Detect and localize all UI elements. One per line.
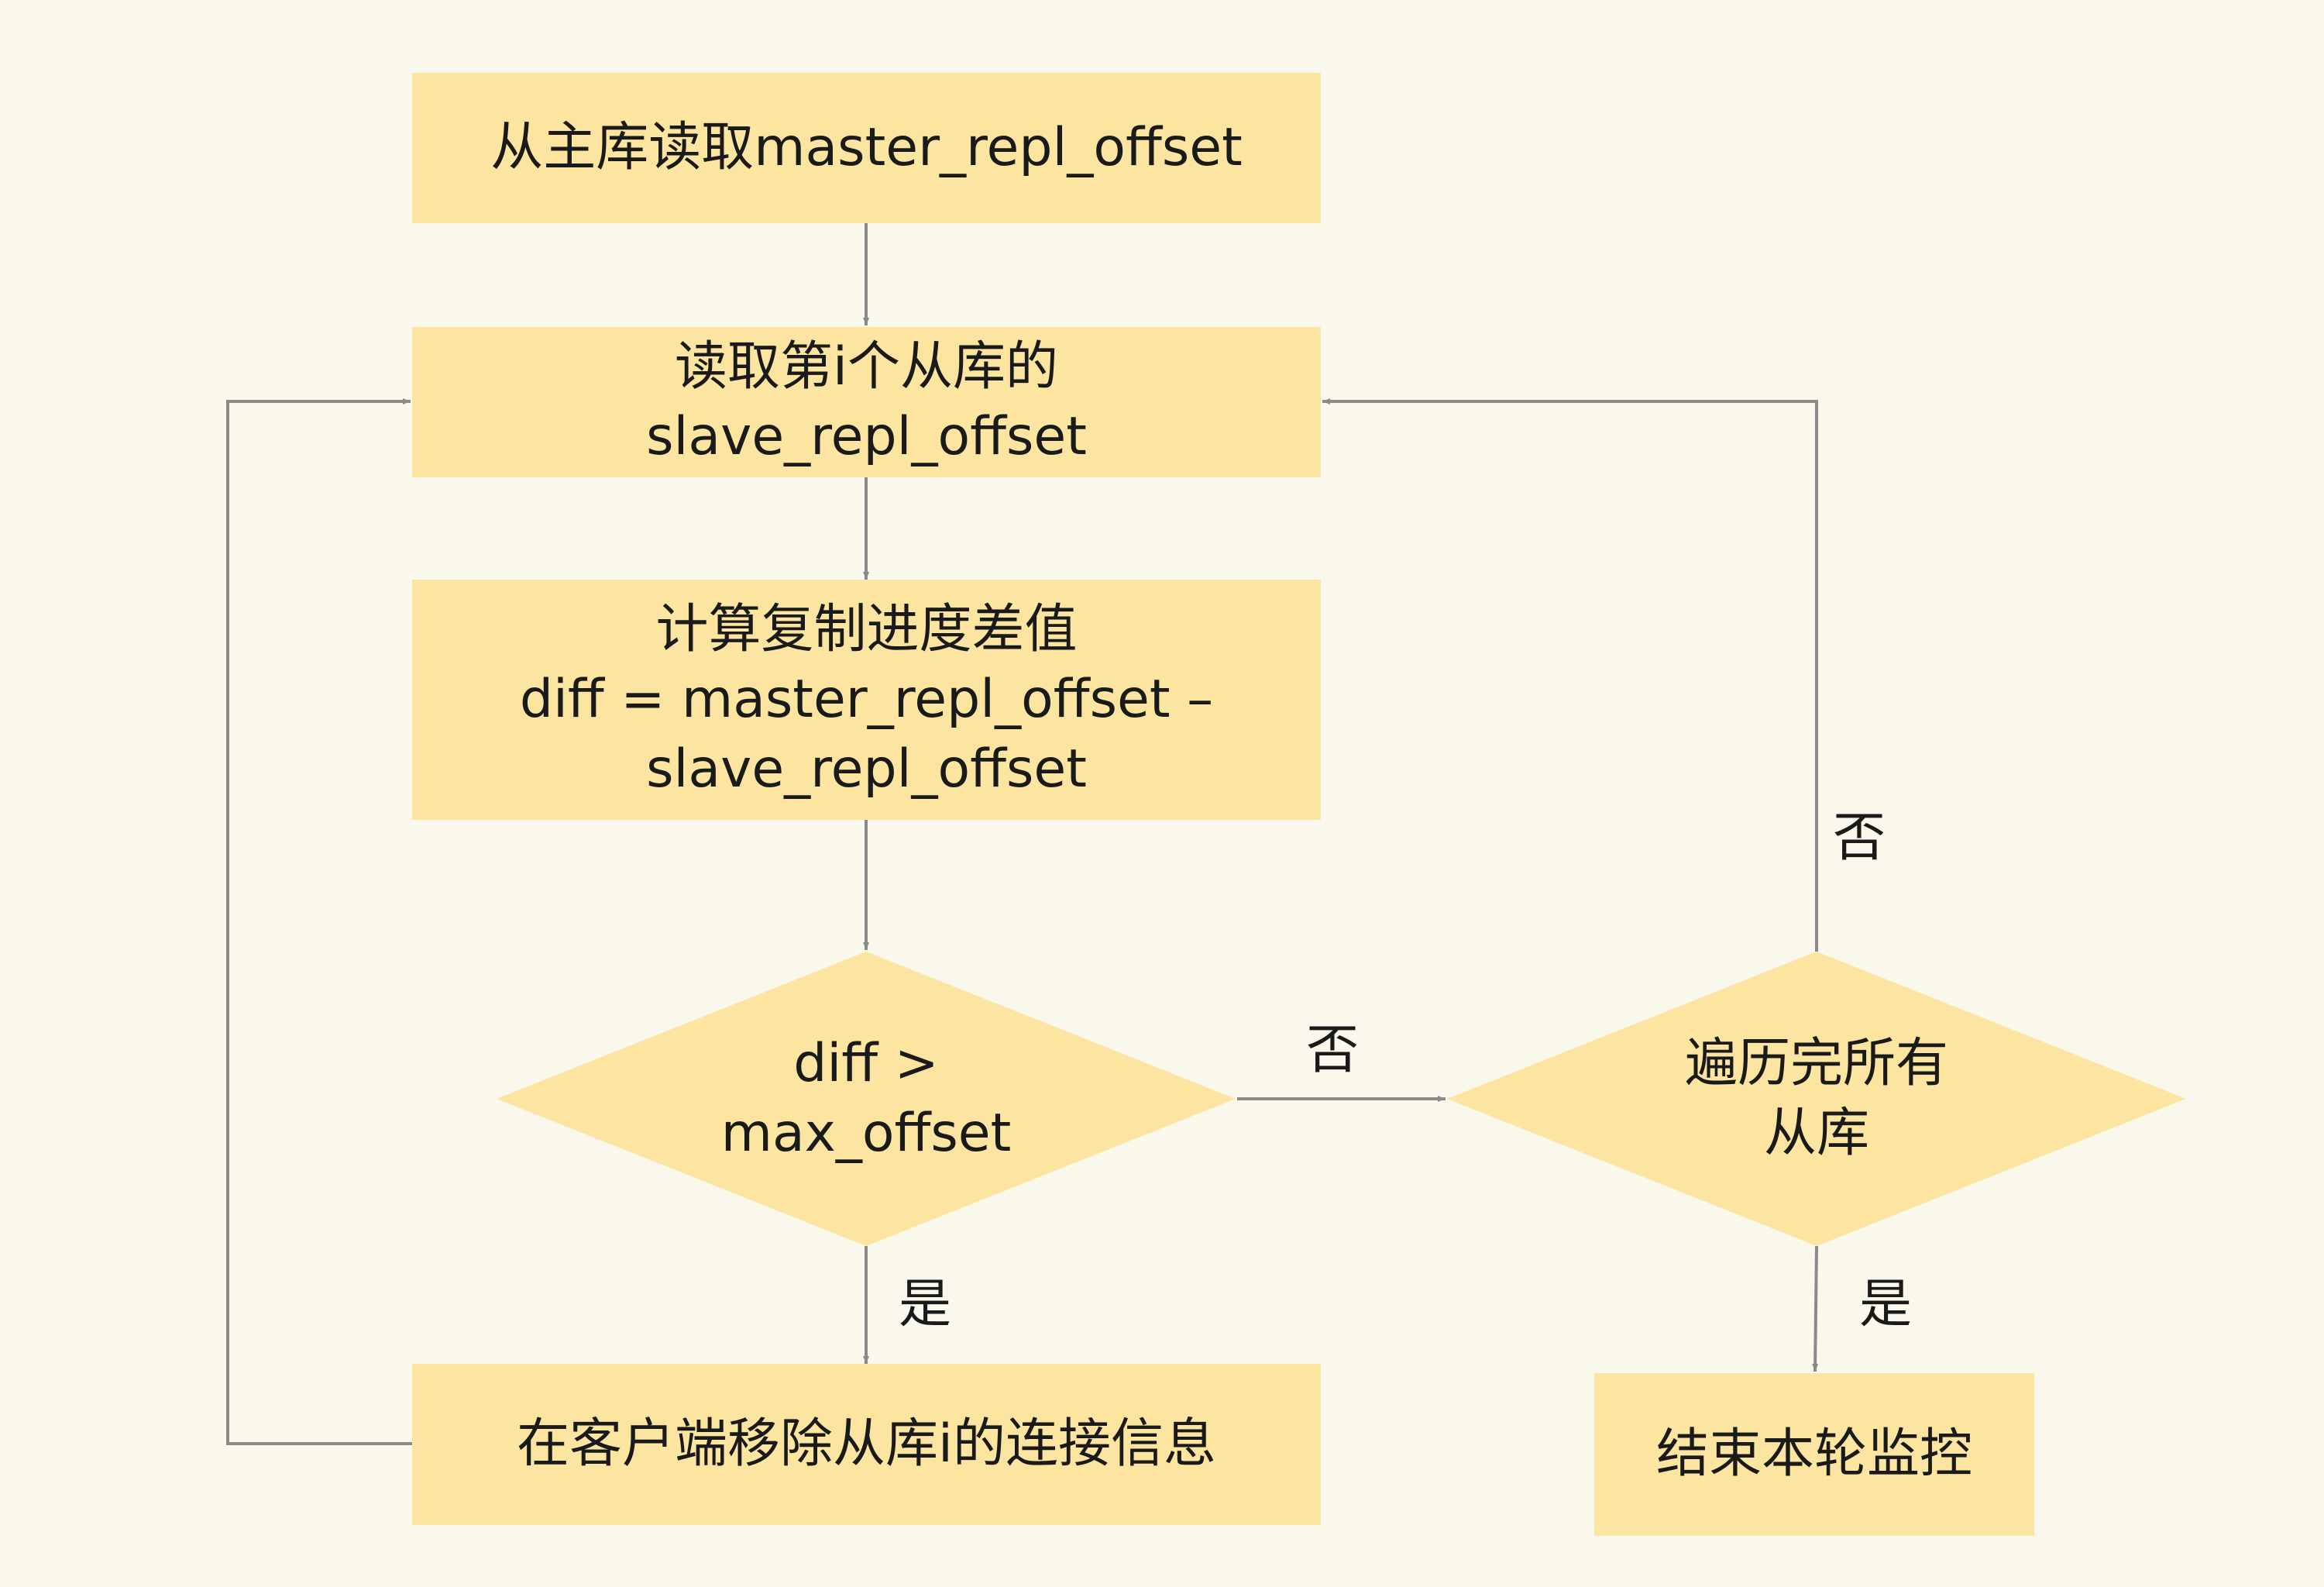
edge-label-diff-no: 否 [1306,1020,1360,1081]
arrow-remove-loop-back [226,398,412,1445]
node-line: 从主库读取master_repl_offset [490,117,1243,178]
decision-text-all-slaves: 遍历完所有 从库 [1584,1021,2049,1176]
node-line: slave_repl_offset [646,406,1087,467]
node-line: 计算复制进度差值 [655,599,1078,660]
node-line: 在客户端移除从库i的连接信息 [517,1413,1216,1475]
node-line: max_offset [720,1103,1012,1164]
arrow-all-no-loop-back [1322,398,1818,952]
edge-label-all-yes: 是 [1859,1274,1913,1335]
node-line: diff > [793,1033,939,1094]
node-read-slave-offset: 读取第i个从库的 slave_repl_offset [412,327,1321,477]
decision-diamond-all-slaves [1447,952,2186,1246]
edge-label-diff-yes: 是 [899,1274,952,1335]
node-line: diff = master_repl_offset – [519,669,1214,730]
node-end-round: 结束本轮监控 [1594,1373,2034,1536]
edge-label-all-no: 否 [1833,807,1886,869]
decision-text-diff: diff > max_offset [634,1021,1098,1176]
node-line: slave_repl_offset [646,738,1087,800]
decision-diamond-diff [497,952,1236,1246]
node-read-master-offset: 从主库读取master_repl_offset [412,73,1321,223]
node-line: 结束本轮监控 [1655,1423,1972,1485]
arrow-all-yes [1812,1245,1819,1372]
node-line: 遍历完所有 [1684,1033,1948,1094]
node-line: 读取第i个从库的 [675,336,1058,398]
node-compute-diff: 计算复制进度差值 diff = master_repl_offset – sla… [412,580,1321,820]
node-remove-slave: 在客户端移除从库i的连接信息 [412,1364,1321,1525]
node-line: 从库 [1763,1103,1869,1164]
